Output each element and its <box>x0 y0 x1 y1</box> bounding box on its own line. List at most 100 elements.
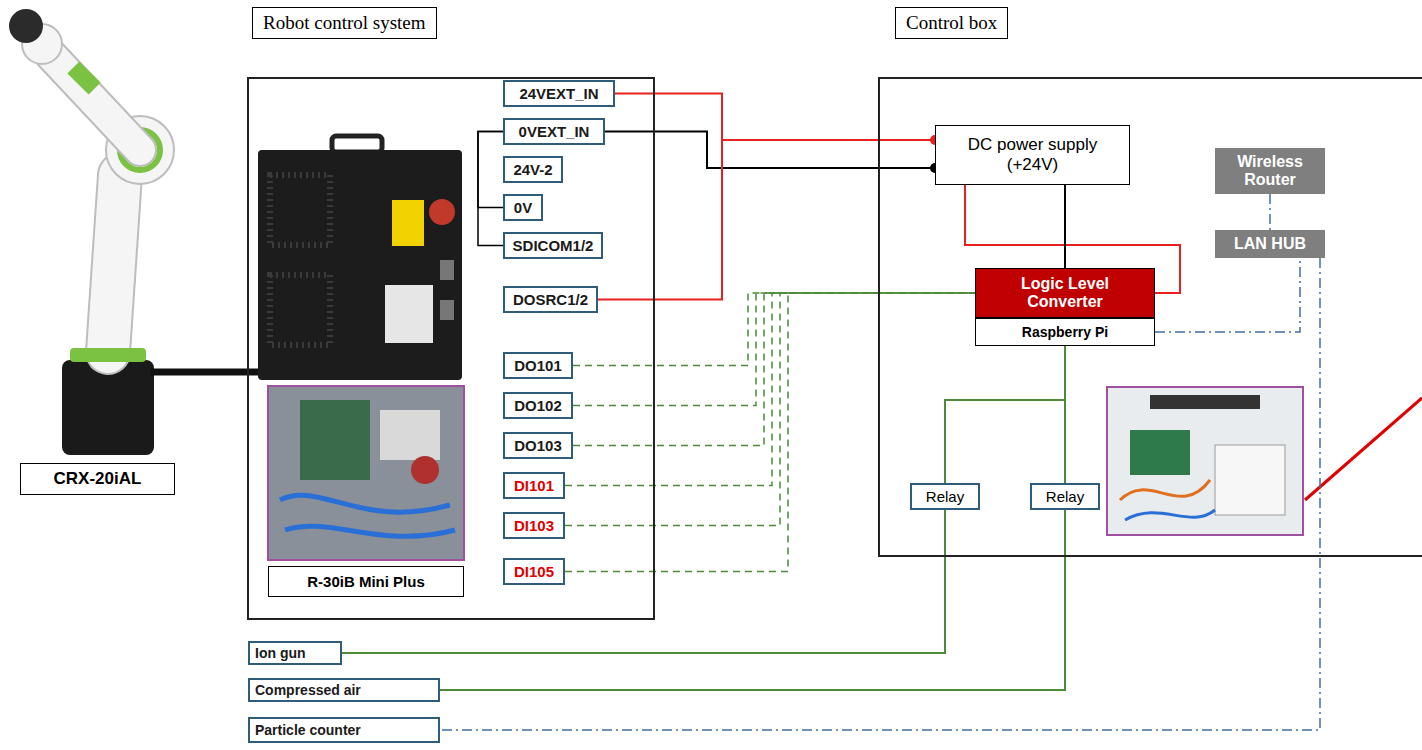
wire-connector <box>440 510 1065 690</box>
name-label-box: CRX-20iAL <box>20 463 175 495</box>
connector <box>440 260 454 280</box>
terminal-box: DI101 <box>503 472 565 499</box>
cable <box>285 526 455 536</box>
node-label: Relay <box>926 488 964 505</box>
wire-connector <box>573 293 975 446</box>
power-supply-box: DC power supply (+24V) <box>935 125 1130 185</box>
terminal-box: DI103 <box>503 512 565 539</box>
node-label: DC power supply (+24V) <box>958 135 1108 176</box>
wire-connector <box>573 293 975 366</box>
terminal-box: 24V-2 <box>503 156 563 183</box>
robot-base-ring <box>70 348 146 362</box>
terminal-box: DO102 <box>503 392 573 419</box>
robot-arm-illustration <box>9 9 174 455</box>
terminal-box: DI105 <box>503 558 565 585</box>
network-device-box: LAN HUB <box>1215 230 1325 258</box>
node-label: Particle counter <box>255 722 361 738</box>
controller-vent <box>270 175 330 245</box>
rating-label <box>385 285 433 343</box>
wire-connector <box>1064 346 1066 483</box>
terminal-box: 0V <box>503 194 543 221</box>
converter-box: Logic Level Converter <box>975 268 1155 318</box>
controller-illustration <box>258 136 462 380</box>
node-label: 0VEXT_IN <box>519 123 590 140</box>
circuit-board <box>1130 430 1190 475</box>
wire-connector <box>565 293 975 486</box>
controller-board-box: Raspberry Pi <box>975 318 1155 346</box>
node-label: SDICOM1/2 <box>513 237 594 254</box>
node-label: 0V <box>514 199 532 216</box>
wire-connector <box>478 132 503 246</box>
wire-connector <box>1269 194 1271 230</box>
robot-upper-arm-outline <box>50 54 140 150</box>
terminal-box: DO101 <box>503 352 573 379</box>
node-label: Compressed air <box>255 682 361 698</box>
wire-connector <box>945 346 1065 483</box>
node-label: DI103 <box>514 517 554 534</box>
device-box: Compressed air <box>248 678 440 702</box>
wire-connector <box>478 132 503 208</box>
terminal-box: DO103 <box>503 432 573 459</box>
node-label: Wireless Router <box>1221 153 1319 190</box>
wire-connector <box>1155 258 1300 332</box>
wire-connector <box>565 293 975 572</box>
terminal-strip <box>1150 395 1260 409</box>
enclosure-outline: Control boxDC power supply (+24V)Wireles… <box>878 77 1422 557</box>
node-label: DO102 <box>514 397 562 414</box>
node-label: DI105 <box>514 563 554 580</box>
terminal-box: 24VEXT_IN <box>503 80 615 107</box>
wire-connector <box>598 140 935 300</box>
node-label: R-30iB Mini Plus <box>307 573 425 590</box>
node-label: DOSRC1/2 <box>513 291 588 308</box>
wire <box>1120 480 1210 500</box>
controller-interior-photo <box>268 386 464 560</box>
connector <box>440 300 454 320</box>
terminal-box: DOSRC1/2 <box>503 286 598 313</box>
relay-box: Relay <box>910 483 980 510</box>
node-label: Logic Level Converter <box>984 275 1146 312</box>
photo-frame <box>268 386 464 560</box>
node-label: DI101 <box>514 477 554 494</box>
terminal-box: SDICOM1/2 <box>503 232 603 259</box>
circuit-board <box>300 400 370 480</box>
controller-vent <box>270 275 330 345</box>
robot-tool-flange <box>9 9 43 43</box>
node-label: Relay <box>1046 488 1084 505</box>
cable <box>280 495 450 512</box>
wire-connector <box>615 94 935 141</box>
node-label: Raspberry Pi <box>1022 324 1108 340</box>
node-label: DO103 <box>514 437 562 454</box>
robot-lower-arm <box>108 175 120 352</box>
circuit-board <box>380 410 440 460</box>
device-box: Particle counter <box>248 717 440 743</box>
node-label: Ion gun <box>255 645 306 661</box>
switch-knob <box>411 456 439 484</box>
main-switch <box>429 199 455 225</box>
node-label: LAN HUB <box>1234 235 1306 253</box>
node-label: 24V-2 <box>513 161 552 178</box>
wire-connector <box>573 293 975 406</box>
device-box: Ion gun <box>248 641 342 665</box>
controller-handle <box>332 136 382 152</box>
terminal-box: 0VEXT_IN <box>503 118 605 145</box>
warning-sticker <box>392 200 424 246</box>
robot-wrist-ring <box>78 72 90 84</box>
robot-lower-arm-outline <box>108 175 120 352</box>
control-box-photo <box>1107 387 1303 535</box>
node-label: CRX-20iAL <box>54 469 142 489</box>
relay-box: Relay <box>1030 483 1100 510</box>
node-label: 24VEXT_IN <box>519 85 598 102</box>
node-label: DO101 <box>514 357 562 374</box>
callout-line <box>1305 398 1422 500</box>
power-supply-unit <box>1215 445 1285 515</box>
wire-connector <box>1064 185 1066 268</box>
section-heading: Robot control system <box>252 7 437 39</box>
wire-connector <box>440 258 1320 730</box>
controller-housing <box>258 150 462 380</box>
enclosure-outline: Robot control system24VEXT_IN0VEXT_IN24V… <box>247 77 655 620</box>
network-device-box: Wireless Router <box>1215 148 1325 194</box>
wire <box>1125 510 1215 520</box>
